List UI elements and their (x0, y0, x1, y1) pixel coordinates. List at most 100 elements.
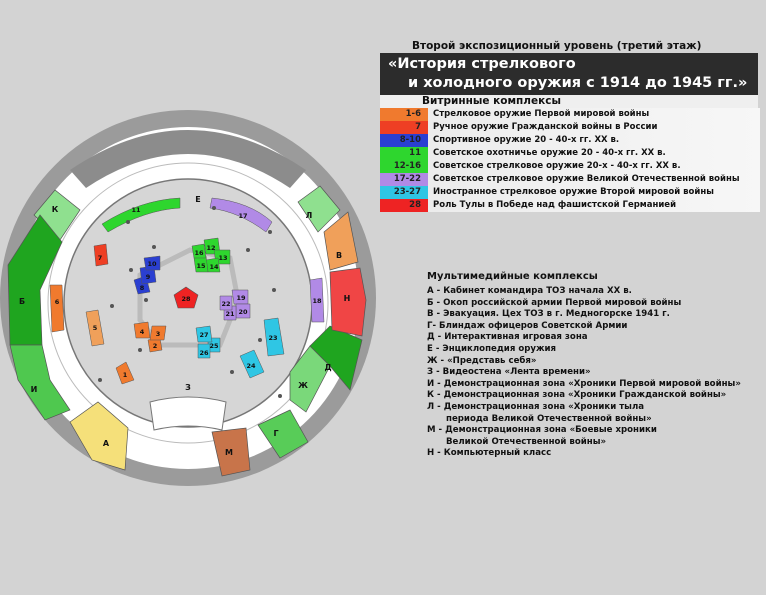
showcase-26 (197, 343, 211, 359)
legend-label: Спортивное оружие 20 - 40-х гг. XX в. (428, 134, 760, 147)
legend-label: Стрелковое оружие Первой мировой войны (428, 108, 760, 121)
multimedia-item: К - Демонстрационная зона «Хроники Гражд… (427, 390, 727, 401)
showcase-11-arc (101, 197, 181, 233)
legend-code: 1-6 (380, 108, 428, 121)
num-11: 11 (131, 206, 141, 214)
zone-A (69, 401, 129, 471)
num-8: 8 (140, 284, 145, 292)
multimedia-item: З - Видеостена «Лента времени» (427, 367, 591, 378)
zone-label-N: Н (344, 294, 351, 303)
zone-label-B: Б (19, 297, 25, 306)
num-23: 23 (268, 334, 277, 342)
multimedia-item: Г- Блиндаж офицеров Советской Армии (427, 320, 628, 331)
legend-label: Советское стрелковое оружие 20-х - 40-х … (428, 160, 760, 173)
multimedia-item: Н - Компьютерный класс (427, 448, 552, 459)
zone-label-I: И (31, 385, 38, 394)
zone-M (211, 427, 251, 477)
num-17: 17 (238, 212, 247, 220)
multimedia-item: Ж - «Представь себя» (427, 355, 537, 366)
num-14: 14 (209, 263, 219, 271)
num-28: 28 (181, 295, 191, 303)
num-5: 5 (93, 324, 98, 332)
multimedia-item: М - Демонстрационная зона «Боевые хроник… (427, 425, 657, 436)
num-18: 18 (312, 297, 322, 305)
num-20: 20 (238, 308, 248, 316)
showcase-7 (93, 243, 109, 267)
num-27: 27 (199, 331, 208, 339)
showcase-23 (263, 317, 285, 357)
legend-label: Советское охотничье оружие 20 - 40-х гг.… (428, 147, 760, 160)
zone-label-M: М (225, 448, 233, 457)
num-25: 25 (209, 342, 219, 350)
zone-G (257, 409, 309, 459)
num-15: 15 (196, 262, 206, 270)
floor-subtitle: Второй экспозиционный уровень (третий эт… (412, 40, 702, 52)
zone-L (297, 185, 341, 233)
num-2: 2 (153, 342, 158, 350)
legend-code: 17-22 (380, 173, 428, 186)
zone-V (323, 211, 359, 271)
showcase-10 (143, 255, 161, 271)
num-1: 1 (123, 371, 128, 379)
showcase-1 (115, 361, 135, 385)
legend-code: 7 (380, 121, 428, 134)
num-22: 22 (221, 300, 230, 308)
legend-label: Ручное оружие Гражданской войны в России (428, 121, 760, 134)
showcase-17-arc (209, 197, 273, 233)
num-6: 6 (55, 298, 60, 306)
zone-D (309, 325, 363, 391)
num-21: 21 (225, 310, 235, 318)
num-3: 3 (156, 330, 161, 338)
multimedia-item: периода Великой Отечественной войны» (446, 413, 652, 424)
multimedia-item: Д - Интерактивная игровая зона (427, 332, 588, 343)
multimedia-item: И - Демонстрационная зона «Хроники Перво… (427, 378, 741, 389)
bottom-stairs (149, 396, 227, 431)
showcase-16 (191, 243, 207, 259)
legend-label: Советское стрелковое оружие Великой Отеч… (428, 173, 760, 186)
showcase-28 (173, 286, 199, 309)
num-16: 16 (194, 249, 204, 257)
zone-label-A: А (103, 439, 110, 448)
num-13: 13 (218, 254, 227, 262)
zone-I (9, 344, 71, 421)
exhibit-title-line2: и холодного оружия с 1914 до 1945 гг.» (408, 75, 748, 91)
inner-ring (47, 162, 329, 444)
multimedia-item: А - Кабинет командира ТОЗ начала XX в. (427, 286, 632, 296)
showcase-27 (195, 325, 213, 343)
num-9: 9 (146, 273, 151, 281)
showcase-18-arc (309, 277, 325, 323)
legend-code: 23-27 (380, 186, 428, 199)
num-10: 10 (147, 260, 157, 268)
multimedia-item: Великой Отечественной войны» (446, 436, 607, 447)
num-4: 4 (140, 328, 145, 336)
multimedia-list: А - Кабинет командира ТОЗ начала XX в.Б … (427, 286, 741, 460)
showcases-heading: Витринные комплексы (380, 95, 758, 108)
top-service-block (70, 130, 306, 188)
legend-label: Роль Тулы в Победе над фашистской Герман… (428, 199, 760, 212)
exhibit-title-line1: «История стрелкового (388, 56, 576, 72)
zone-label-V: В (336, 251, 342, 260)
legend-code: 28 (380, 199, 428, 212)
legend-code: 8-10 (380, 134, 428, 147)
showcase-5 (85, 309, 105, 347)
zone-label-K: К (52, 205, 59, 214)
zone-ZH (289, 345, 331, 413)
multimedia-item: В - Эвакуация. Цех ТОЗ в г. Медногорске … (427, 309, 670, 320)
legend-code: 11 (380, 147, 428, 160)
showcase-22 (219, 295, 233, 311)
num-12: 12 (206, 244, 215, 252)
zone-label-L: Л (306, 211, 313, 220)
zone-label-D: Д (324, 363, 331, 372)
zone-label-Z: З (185, 383, 191, 392)
multimedia-heading: Мультимедийные комплексы (427, 271, 598, 282)
showcase-4 (133, 321, 151, 339)
